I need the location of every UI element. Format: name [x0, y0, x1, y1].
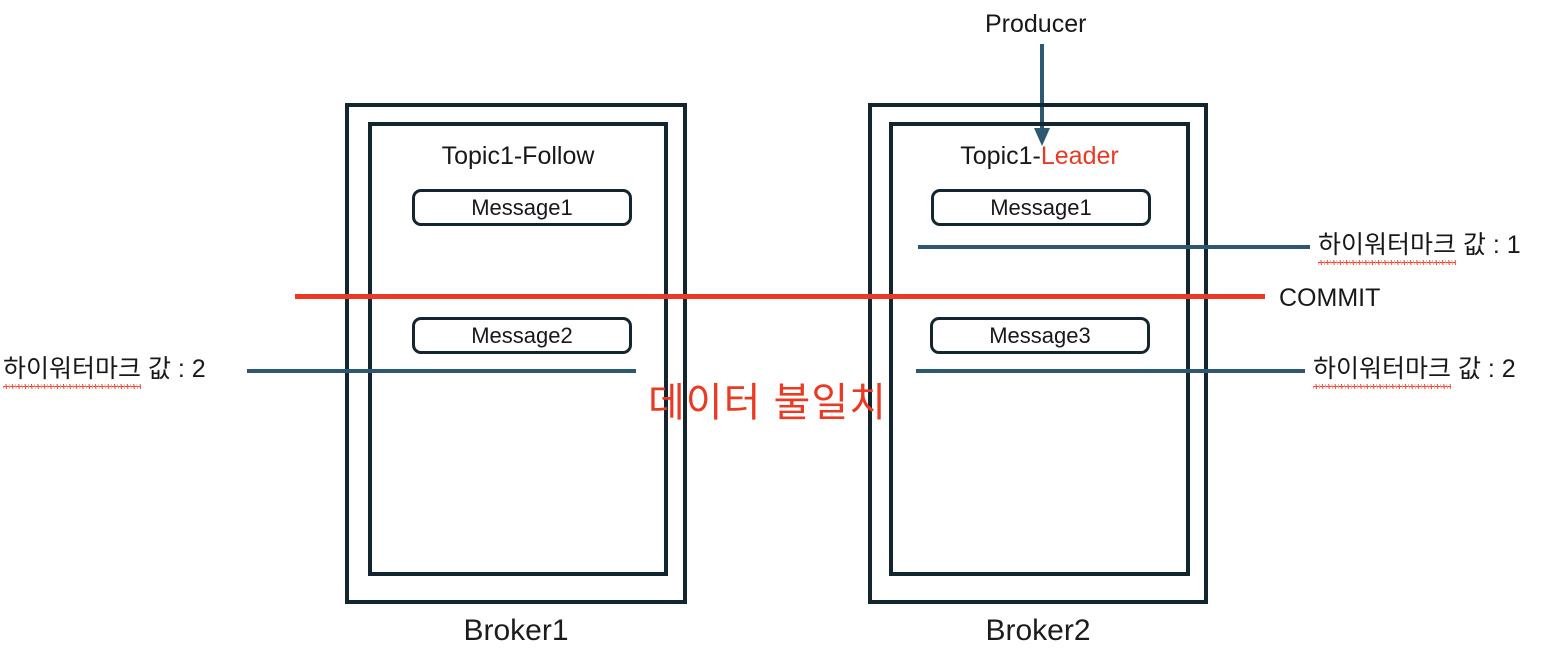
- broker1-message-2[interactable]: Message2: [412, 317, 632, 354]
- broker2-inner-box: [889, 122, 1190, 576]
- broker2-highwatermark-value-1: 값 : 1: [1456, 231, 1521, 259]
- broker1-highwatermark-value: 값 : 2: [141, 355, 206, 383]
- broker1-topic-title: Topic1-Follow: [368, 142, 668, 171]
- broker2-highwatermark-term-2: 하이워터마크: [1313, 355, 1452, 389]
- broker1-outer-box: [345, 103, 687, 604]
- data-mismatch-warning: 데이터 불일치: [648, 381, 887, 425]
- broker1-label: Broker1: [463, 614, 569, 647]
- broker1-message-1[interactable]: Message1: [412, 189, 632, 226]
- broker2-highwatermark-line-2: [916, 369, 1305, 373]
- broker2-highwatermark-line-1: [918, 245, 1310, 249]
- broker1-topic-prefix: Topic1-: [441, 142, 523, 170]
- broker2-message-2[interactable]: Message3: [930, 317, 1150, 354]
- broker2-highwatermark-label-1: 하이워터마크 값 : 1: [1318, 231, 1521, 265]
- broker2-highwatermark-value-2: 값 : 2: [1451, 355, 1516, 383]
- broker2-highwatermark-term-1: 하이워터마크: [1318, 231, 1457, 265]
- broker1-inner-box: [368, 122, 668, 576]
- broker1-topic-role: Follow: [522, 142, 595, 170]
- broker1-highwatermark-label: 하이워터마크 값 : 2: [3, 355, 206, 389]
- broker2-topic-role: Leader: [1040, 142, 1119, 170]
- producer-label: Producer: [985, 10, 1087, 38]
- arrow-down-icon: [1034, 44, 1050, 146]
- broker2-label: Broker2: [985, 614, 1091, 647]
- broker2-outer-box: [868, 103, 1208, 604]
- commit-line: [295, 294, 1265, 299]
- broker1-highwatermark-line: [247, 369, 636, 373]
- broker2-topic-title: Topic1-Leader: [889, 142, 1190, 171]
- commit-label: COMMIT: [1279, 284, 1381, 312]
- broker2-highwatermark-label-2: 하이워터마크 값 : 2: [1313, 355, 1516, 389]
- broker2-topic-prefix: Topic1-: [960, 142, 1041, 170]
- broker2-message-1[interactable]: Message1: [931, 189, 1151, 226]
- broker1-highwatermark-term: 하이워터마크: [3, 355, 142, 389]
